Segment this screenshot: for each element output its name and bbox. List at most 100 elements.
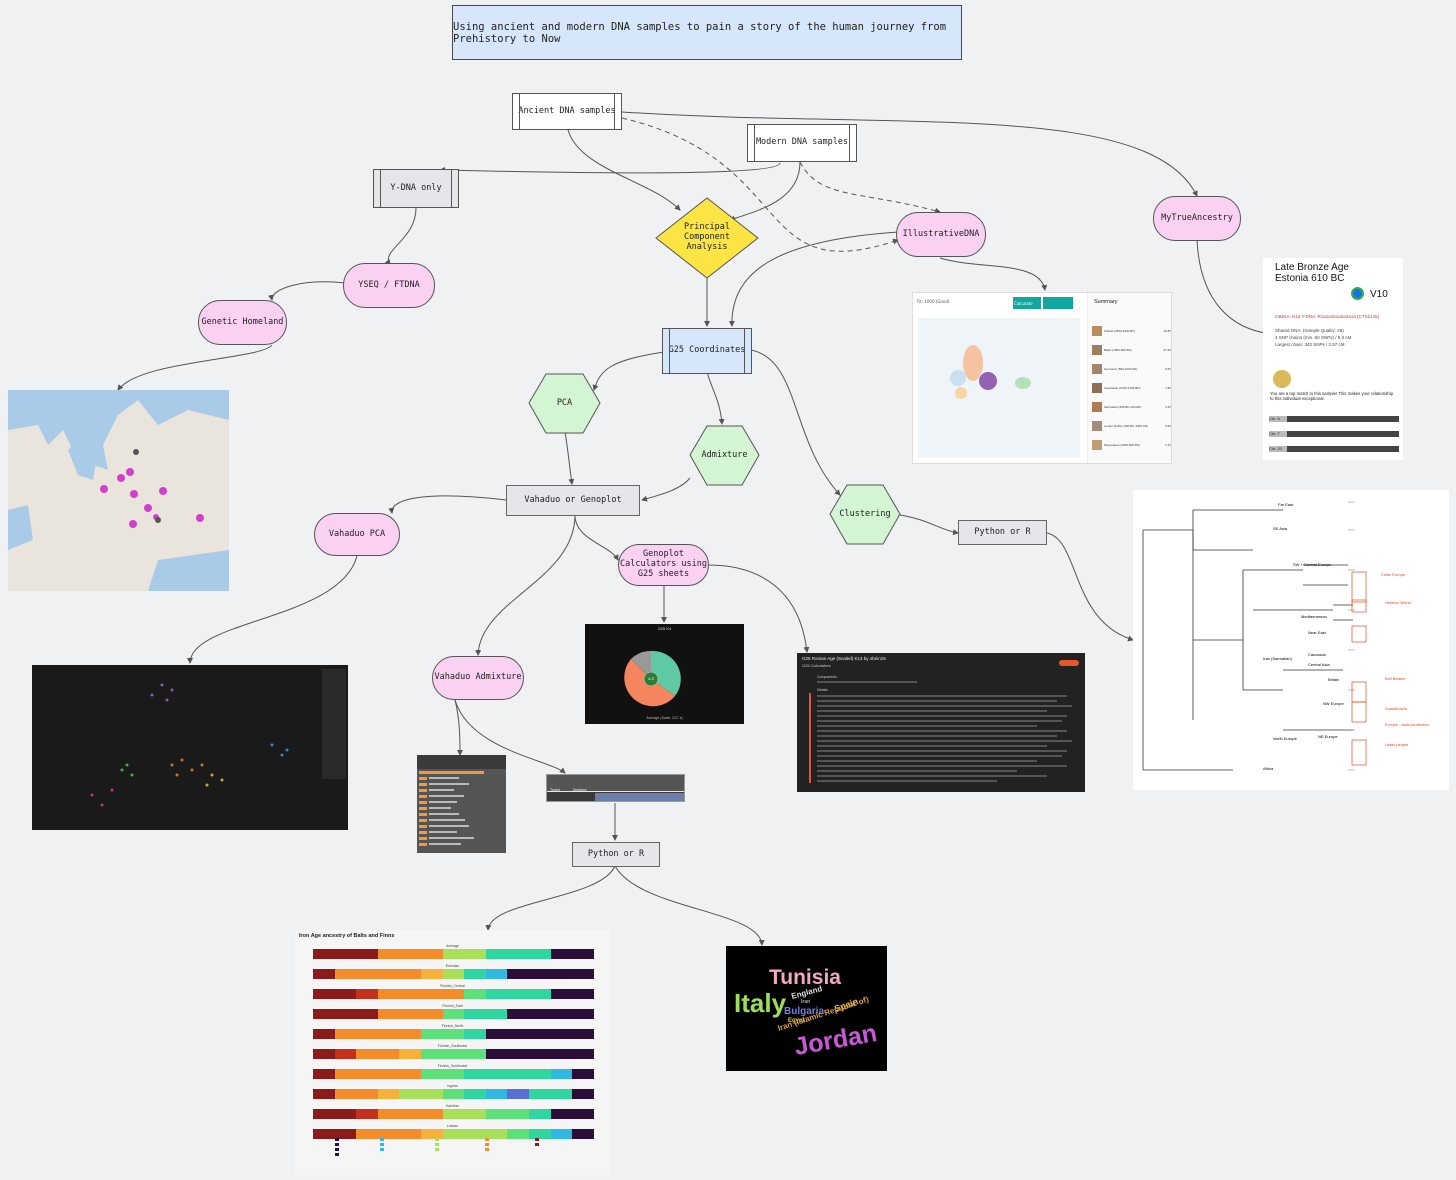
python-r-node-2[interactable]: Python or R [572, 842, 660, 867]
bar-segment [529, 1029, 551, 1039]
bar-segment [356, 989, 378, 999]
g25-coordinates-node[interactable]: G25 Coordinates [662, 328, 752, 374]
bar-segment [442, 1049, 465, 1059]
bar-segment [464, 1129, 486, 1139]
bar-segment [399, 1129, 422, 1139]
pie-center-value: 4.3 [648, 676, 654, 681]
card-heading: Late Bronze Age [1275, 262, 1349, 273]
bar-row-label: Finnish_Southwest [437, 1064, 468, 1068]
clustering-hexagon[interactable] [829, 484, 901, 545]
pie-footer: Average (Scale: G17 k) [646, 716, 683, 720]
python-r-node-1[interactable]: Python or R [958, 520, 1047, 545]
bar-segment [334, 1109, 357, 1119]
tree-label: Central Asia [1308, 662, 1330, 667]
tree-label: Mediterranean [1301, 614, 1327, 619]
card-largest: Largest chain: 342 SNPs / 2.57 cM [1275, 342, 1345, 347]
card-mtdna: mtDNA: H1a Y-DNA: R1a1a1b1a2a3a1a (CTS21… [1275, 314, 1380, 319]
bar-segment [507, 949, 530, 959]
tree-label: Caucasus [1308, 652, 1326, 657]
bar-segment [399, 989, 422, 999]
illustrativedna-node[interactable]: IllustrativeDNA [896, 212, 986, 257]
bar-segment [334, 1089, 357, 1099]
calc-subtitle: G25 Calculators [802, 663, 831, 668]
tree-label: Near East [1308, 630, 1326, 635]
bar-segment [529, 989, 551, 999]
chr-bar-3: Chr. 20 [1269, 446, 1399, 452]
bar-segment [356, 1049, 378, 1059]
bar-segment [442, 1089, 465, 1099]
genoplot-calculators-node[interactable]: Genoplot Calculators using G25 sheets [618, 544, 709, 586]
bar-row-label: Finnish_Southeast [438, 1044, 467, 1048]
bar-segment [334, 969, 357, 979]
bar-segment [421, 989, 443, 999]
bar-segment [421, 1049, 443, 1059]
pca-hexagon[interactable] [528, 373, 601, 434]
bar-segment [356, 1009, 378, 1019]
vahaduo-pca-node[interactable]: Vahaduo PCA [314, 513, 400, 556]
mytrueancestry-node[interactable]: MyTrueAncestry [1153, 196, 1241, 241]
tree-label: Iran (Sarmatian) [1263, 656, 1292, 661]
tree-label: NW Europe [1323, 701, 1344, 706]
tree-annotation: Uralic people [1385, 742, 1409, 747]
bar-segment [313, 969, 335, 979]
bar-segment [421, 1089, 443, 1099]
word-cloud-word: Iran [801, 999, 811, 1005]
bar-segment [356, 1029, 378, 1039]
bar-segment [485, 1049, 508, 1059]
bar-segment [313, 949, 335, 959]
bar-segment [572, 949, 594, 959]
modern-dna-node[interactable]: Modern DNA samples [747, 124, 857, 162]
tree-label: Far East [1278, 502, 1294, 507]
bar-row-label: Finnish_North [441, 1024, 464, 1028]
g25-calculator-panel: G25 Roman Age (Scaled) K13 by obriin15 G… [797, 653, 1085, 792]
ancient-dna-node[interactable]: Ancient DNA samples [512, 93, 622, 130]
bar-segment [464, 1089, 486, 1099]
bar-segment [313, 989, 335, 999]
bar-segment [507, 1009, 530, 1019]
bar-segment [572, 1129, 594, 1139]
calculate-button[interactable]: Calculate [1014, 301, 1033, 306]
word-cloud-word: Italy [734, 988, 787, 1018]
tree-label: SE Asia [1273, 526, 1288, 531]
genetic-homeland-map [8, 390, 229, 591]
bar-segment [377, 1069, 400, 1079]
vahaduo-admixture-node[interactable]: Vahaduo Admixture [432, 656, 524, 700]
vahaduo-genoplot-node[interactable]: Vahaduo or Genoplot [506, 485, 640, 516]
bar-segment [485, 969, 508, 979]
bar-segment [442, 1009, 465, 1019]
bar-segment [572, 1069, 594, 1079]
bar-segment [529, 1069, 551, 1079]
bar-segment [550, 969, 573, 979]
bar-segment [464, 1049, 486, 1059]
ydna-only-node[interactable]: Y-DNA only [373, 169, 459, 208]
bar-row [313, 1029, 594, 1039]
tree-annotation: Europe - Asia connection [1385, 722, 1430, 727]
bar-segment [507, 969, 530, 979]
pca-analysis-diamond[interactable] [655, 197, 759, 279]
bar-segment [485, 1109, 508, 1119]
bar-segment [442, 989, 465, 999]
bar-segment [572, 969, 594, 979]
pca-label: PCA [556, 398, 573, 409]
admixture-hexagon[interactable] [689, 425, 760, 486]
bar-row [313, 969, 594, 979]
bar-segment [464, 1069, 486, 1079]
bar-segment [572, 1009, 594, 1019]
bar-segment [377, 1109, 400, 1119]
summary-item: Levant Gothic (200 BC-1000 AD)3.6% [1092, 416, 1171, 435]
bar-segment [334, 1049, 357, 1059]
bar-segment [464, 1029, 486, 1039]
yseq-ftdna-node[interactable]: YSEQ / FTDNA [343, 263, 435, 308]
word-cloud-word: Egypt [788, 1018, 805, 1024]
word-cloud-word: Jordan [792, 1018, 880, 1062]
bar-segment [313, 1109, 335, 1119]
bar-segment [442, 1109, 465, 1119]
calc-button[interactable] [1059, 660, 1079, 666]
genetic-homeland-node[interactable]: Genetic Homeland [198, 300, 287, 345]
bar-segment [356, 1089, 378, 1099]
clustering-dendrogram: Far East SE Asia SW + Central Europe Med… [1133, 490, 1449, 790]
admixture-label: Admixture [701, 450, 748, 461]
bar-segment [334, 949, 357, 959]
tree-label: SW + Central Europe [1293, 562, 1331, 567]
